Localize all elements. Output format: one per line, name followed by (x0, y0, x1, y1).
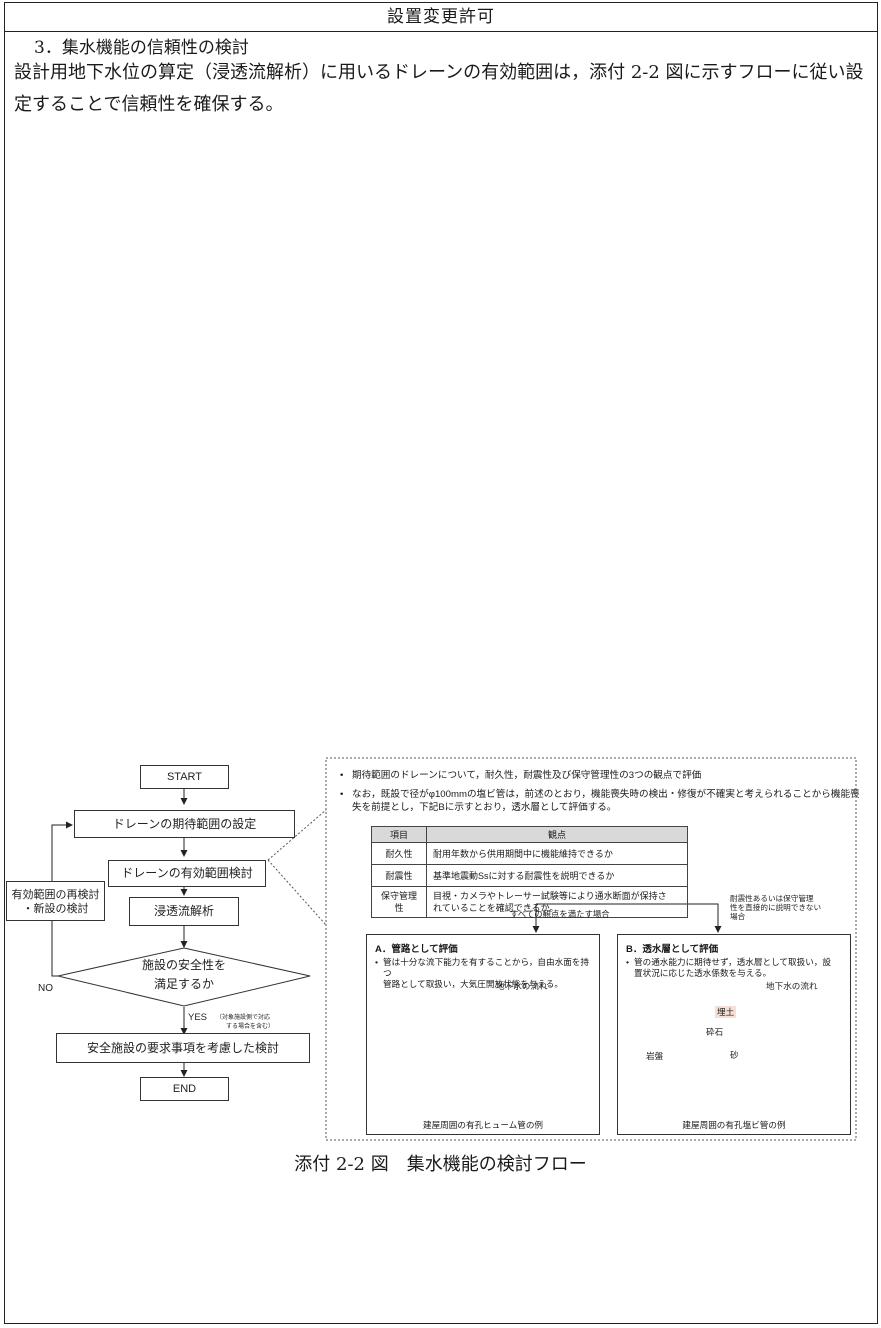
panel-b-title: B．透水層として評価 (626, 944, 719, 955)
branch-right-line2: 性を直接的に説明できない (730, 903, 822, 912)
decision-line1: 施設の安全性を (141, 958, 226, 972)
no-line-up (51, 921, 58, 977)
panel-a-caption: 建屋周囲の有孔ヒューム管の例 (422, 1120, 544, 1130)
detail-dotted-frame (325, 757, 857, 1141)
flow-start-label: START (166, 770, 203, 783)
branch-left-label: すべての観点を満たす場合 (510, 909, 610, 919)
criteria-viewpoint-line1: 目視・カメラやトレーサー試験等により通水断面が保持さ (433, 891, 667, 901)
panel-b-desc-line2: 置状況に応じた透水係数を与える。 (634, 968, 772, 978)
evaluation-notes: 期待範囲のドレーンについて，耐久性，耐震性及び保守管理性の3つの観点で評価 なお… (340, 769, 860, 820)
decision-line2: 満足するか (153, 977, 214, 991)
panel-a-title: A．管路として評価 (375, 944, 458, 955)
flow-loop-line1: 有効範囲の再検討 (11, 889, 100, 901)
panel-a-desc-line2: 管路として取扱い，大気圧開放状態を与える。 (383, 979, 563, 989)
flow-step2-label: ドレーンの有効範囲検討 (121, 866, 253, 881)
panel-b-desc: 管の通水能力に期待せず，透水層として取扱い，設 置状況に応じた透水係数を与える。 (626, 957, 842, 979)
criteria-viewpoint-line2: れていることを確認できるか。 (433, 903, 559, 913)
panel-a: A．管路として評価 管は十分な流下能力を有することから，自由水面を持つ 管路とし… (366, 934, 600, 1135)
note-bullet-2: なお，既設で径がφ100mmの塩ビ管は，前述のとおり，機能喪失時の検出・修復が不… (340, 788, 860, 814)
flow-end-label: END (172, 1082, 197, 1095)
panel-a-desc-line1: 管は十分な流下能力を有することから，自由水面を持つ (383, 957, 589, 978)
table-row: 耐久性 耐用年数から供用期間中に機能維持できるか (371, 842, 688, 865)
criteria-item: 耐震性 (371, 864, 427, 887)
criteria-viewpoint: 目視・カメラやトレーサー試験等により通水断面が保持さ れていることを確認できるか… (426, 886, 688, 918)
criteria-item: 耐久性 (371, 842, 427, 865)
panel-a-desc: 管は十分な流下能力を有することから，自由水面を持つ 管路として取扱い，大気圧開放… (375, 957, 591, 990)
panel-b-caption: 建屋周囲の有孔塩ビ管の例 (682, 1120, 786, 1130)
header-title: 設置変更許可 (5, 3, 877, 32)
table-row: 耐震性 基準地震動Ssに対する耐震性を説明できるか (371, 864, 688, 887)
flow-step4-label: 安全施設の要求事項を考慮した検討 (86, 1041, 279, 1056)
flow-step2-box: ドレーンの有効範囲検討 (108, 860, 266, 887)
flow-step3-label: 浸透流解析 (153, 904, 214, 919)
criteria-viewpoint: 耐用年数から供用期間中に機能維持できるか (426, 842, 688, 865)
panel-a-flow-label: 地下水の流れ (496, 981, 548, 991)
criteria-header-viewpoint: 観点 (426, 826, 688, 843)
yes-note-line1: （対象施設側で対応 (216, 1015, 271, 1021)
flow-start-box: START (140, 765, 229, 789)
panel-b-soil-label: 埋土 (715, 1006, 737, 1018)
criteria-item: 保守管理性 (371, 886, 427, 918)
panel-b-rock-label: 岩盤 (646, 1051, 664, 1061)
flow-end-box: END (140, 1077, 229, 1101)
panel-b: B．透水層として評価 管の通水能力に期待せず，透水層として取扱い，設 置状況に応… (617, 934, 851, 1135)
panel-b-sand-label: 砂 (730, 1050, 739, 1060)
panel-b-desc-line1: 管の通水能力に期待せず，透水層として取扱い，設 (634, 957, 831, 967)
callout-line-top (267, 809, 327, 861)
criteria-header-item: 項目 (371, 826, 427, 843)
yes-note-line2: する場合を含む） (226, 1024, 275, 1030)
criteria-table: 項目 観点 耐久性 耐用年数から供用期間中に機能維持できるか 耐震性 基準地震動… (371, 826, 688, 918)
figure-caption: 添付 2-2 図 集水機能の検討フロー (294, 1154, 587, 1175)
criteria-viewpoint: 基準地震動Ssに対する耐震性を説明できるか (426, 864, 688, 887)
flow-step3-box: 浸透流解析 (129, 897, 239, 926)
section-title: 3．集水機能の信頼性の検討 (34, 38, 249, 58)
flow-step1-box: ドレーンの期待範囲の設定 (74, 810, 295, 838)
panel-b-flow-label: 地下水の流れ (766, 981, 818, 991)
document-frame: 設置変更許可 (4, 2, 878, 1324)
flow-step4-box: 安全施設の要求事項を考慮した検討 (56, 1033, 310, 1063)
callout-line-bottom (267, 859, 327, 926)
yes-label: YES (188, 1012, 208, 1023)
flow-loop-line2: ・新設の検討 (22, 903, 89, 916)
panel-b-gravel-label: 砕石 (706, 1027, 724, 1037)
branch-right-line1: 耐震性あるいは保守管理 (730, 894, 814, 903)
decision-diamond (57, 947, 311, 1007)
flow-step1-label: ドレーンの期待範囲の設定 (112, 817, 257, 832)
flow-loop-box: 有効範囲の再検討 ・新設の検討 (6, 881, 105, 921)
branch-right-line3: 場合 (730, 912, 746, 921)
no-label: NO (38, 983, 53, 994)
table-row: 保守管理性 目視・カメラやトレーサー試験等により通水断面が保持さ れていることを… (371, 886, 688, 918)
loop-line-to-step1 (51, 821, 73, 881)
section-paragraph: 設計用地下水位の算定（浸透流解析）に用いるドレーンの有効範囲は，添付 2-2 図… (14, 62, 864, 115)
note-bullet-1: 期待範囲のドレーンについて，耐久性，耐震性及び保守管理性の3つの観点で評価 (340, 769, 860, 782)
